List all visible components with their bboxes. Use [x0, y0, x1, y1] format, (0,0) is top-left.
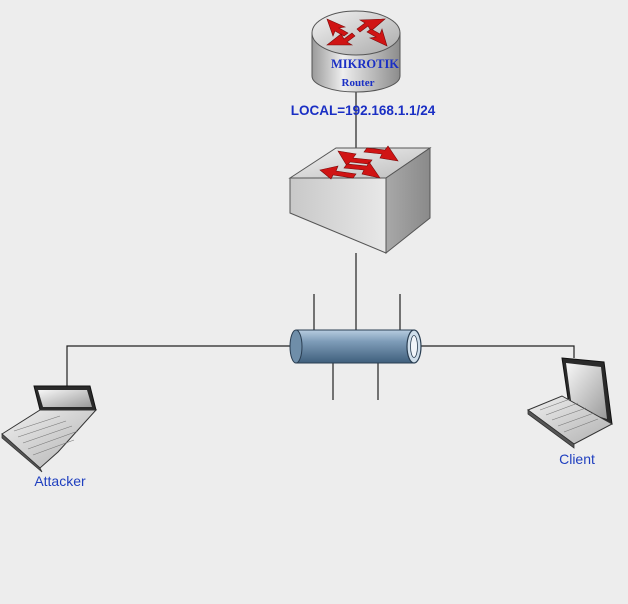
router-brand: MIKROTIK: [331, 57, 399, 71]
attacker-keyboard: [1, 409, 98, 469]
client-cable: [420, 345, 575, 358]
attacker-screen: [38, 390, 92, 407]
attacker-keyboard-edge: [1, 433, 43, 473]
router-top: [311, 10, 401, 56]
client-label: Client: [559, 451, 595, 467]
attacker-keys: [13, 415, 79, 456]
attacker-cable: [66, 345, 293, 386]
hub-body: [295, 329, 415, 364]
attacker-laptop-icon: [1, 385, 98, 473]
attacker-label: Attacker: [34, 473, 86, 489]
client-laptop-icon: [526, 357, 614, 449]
cables: [66, 83, 575, 400]
switch-arrows: [319, 145, 399, 180]
hub-right-hole: [410, 335, 418, 358]
client-keyboard-edge: [527, 409, 575, 449]
hub-icon: [289, 329, 422, 364]
router-arrows: [326, 18, 388, 47]
client-keys: [539, 398, 599, 433]
switch-icon: [288, 145, 432, 255]
local-address-label: LOCAL=192.168.1.1/24: [291, 103, 436, 118]
hub-left-cap: [289, 329, 303, 364]
switch-front: [289, 177, 387, 254]
router-type: Router: [342, 77, 375, 89]
router-icon: MIKROTIK Router: [311, 10, 401, 93]
switch-side: [385, 147, 431, 255]
